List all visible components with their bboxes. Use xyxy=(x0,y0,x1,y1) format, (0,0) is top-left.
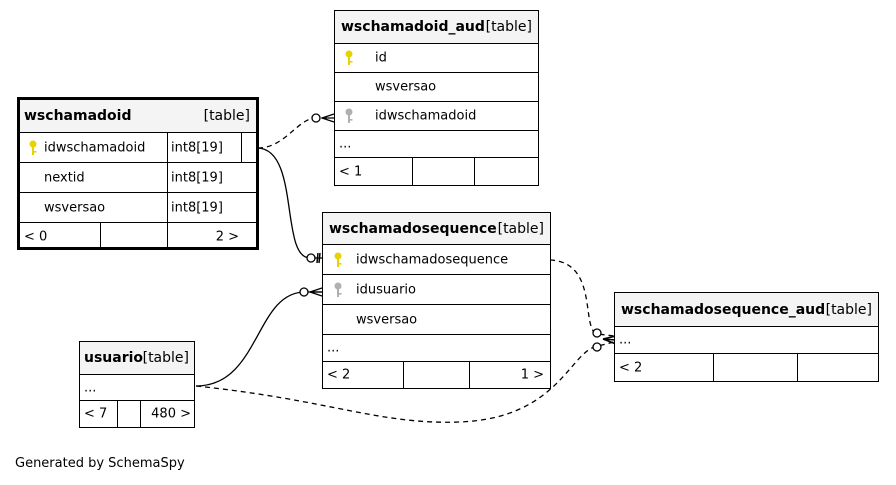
ellipsis: ... xyxy=(84,380,97,395)
column-row: idwschamadoid xyxy=(335,102,538,131)
more-columns-row: ... xyxy=(335,131,538,158)
column-name: idusuario xyxy=(356,282,416,297)
table-name: wschamadosequence_aud xyxy=(621,301,826,318)
one-marker xyxy=(316,252,321,264)
table-kind: [table] xyxy=(497,220,544,237)
parents-count[interactable]: < 0 xyxy=(24,229,48,244)
column-row: idwschamadosequence xyxy=(323,245,550,275)
crowfoot-optional-marker xyxy=(299,287,309,297)
crowfoot-optional-marker xyxy=(592,342,602,352)
column-row: idusuario xyxy=(323,275,550,305)
column-type: int8[19] xyxy=(171,140,223,155)
crowfoot-optional-marker xyxy=(311,113,321,123)
table-wschamadosequence-aud[interactable]: wschamadosequence_aud [table] ... < 2 xyxy=(614,292,879,382)
column-name: wsversao xyxy=(356,312,418,327)
table-usuario[interactable]: usuario [table] ... < 7 480 > xyxy=(79,341,195,428)
more-columns-row: ... xyxy=(80,375,194,401)
crowfoot-many-marker xyxy=(602,335,617,345)
column-name: idwschamadoid xyxy=(44,140,146,155)
table-header: wschamadosequence_aud [table] xyxy=(615,293,878,327)
more-columns-row: ... xyxy=(323,335,550,362)
column-row: idwschamadoid int8[19] xyxy=(20,133,256,163)
table-name: wschamadoid xyxy=(24,108,132,124)
column-row: id xyxy=(335,44,538,73)
table-header: wschamadoid_aud [table] xyxy=(335,11,538,44)
column-type: int8[19] xyxy=(171,170,223,185)
more-columns-row: ... xyxy=(615,327,878,354)
one-optional-marker xyxy=(306,253,316,263)
primary-key-icon xyxy=(29,140,37,155)
children-count[interactable]: 1 > xyxy=(520,367,544,383)
table-wschamadoid-aud[interactable]: wschamadoid_aud [table] id wsversao idws… xyxy=(334,10,539,186)
primary-key-icon xyxy=(334,252,342,267)
parents-count[interactable]: < 1 xyxy=(339,164,363,179)
column-name: id xyxy=(375,50,387,66)
table-kind: [table] xyxy=(142,350,189,366)
column-type: int8[19] xyxy=(171,200,223,215)
column-name: idwschamadosequence xyxy=(356,252,509,267)
table-footer: < 0 2 > xyxy=(20,223,256,250)
foreign-key-icon xyxy=(345,108,353,123)
children-count[interactable]: 2 > xyxy=(215,229,239,244)
table-header: usuario [table] xyxy=(80,342,194,375)
ellipsis: ... xyxy=(327,340,340,356)
column-row: nextid int8[19] xyxy=(20,163,256,193)
table-footer: < 2 xyxy=(615,354,878,381)
foreign-key-icon xyxy=(334,282,342,297)
crowfoot-many-marker xyxy=(309,287,323,297)
column-name: idwschamadoid xyxy=(375,108,477,124)
relation-wschamadoid-to-wschamadoid-aud xyxy=(257,117,330,149)
table-footer: < 2 1 > xyxy=(323,362,550,388)
table-header: wschamadoid [table] xyxy=(20,100,256,133)
table-kind: [table] xyxy=(485,19,532,35)
table-name: wschamadoid_aud xyxy=(341,19,485,35)
parents-count[interactable]: < 2 xyxy=(619,360,643,375)
relation-wschamadosequence-to-aud xyxy=(549,259,615,337)
crowfoot-optional-marker xyxy=(592,328,602,338)
table-footer: < 7 480 > xyxy=(80,401,194,427)
relation-usuario-to-wschamadosequence-aud xyxy=(195,341,615,423)
relation-usuario-to-wschamadosequence xyxy=(195,291,322,387)
table-kind: [table] xyxy=(825,301,872,318)
ellipsis: ... xyxy=(339,136,352,152)
parents-count[interactable]: < 2 xyxy=(327,367,351,383)
table-name: wschamadosequence xyxy=(329,220,497,237)
ellipsis: ... xyxy=(619,332,632,348)
table-wschamadoid[interactable]: wschamadoid [table] idwschamadoid int8[1… xyxy=(17,97,259,250)
children-count[interactable]: 480 > xyxy=(151,406,191,422)
column-name: wsversao xyxy=(375,79,437,95)
table-header: wschamadosequence [table] xyxy=(323,213,550,245)
column-name: wsversao xyxy=(44,200,106,215)
column-name: nextid xyxy=(44,170,85,185)
table-footer: < 1 xyxy=(335,158,538,185)
table-name: usuario xyxy=(84,350,144,366)
column-row: wsversao xyxy=(323,305,550,335)
column-row: wsversao int8[19] xyxy=(20,193,256,223)
crowfoot-many-marker xyxy=(321,113,335,123)
table-wschamadosequence[interactable]: wschamadosequence [table] idwschamadoseq… xyxy=(322,212,551,389)
primary-key-icon xyxy=(345,50,353,65)
column-row: wsversao xyxy=(335,73,538,102)
generated-by-footer: Generated by SchemaSpy xyxy=(15,456,185,471)
parents-count[interactable]: < 7 xyxy=(84,406,108,422)
table-kind: [table] xyxy=(203,108,250,124)
relation-wschamadoid-to-wschamadosequence xyxy=(257,147,322,259)
